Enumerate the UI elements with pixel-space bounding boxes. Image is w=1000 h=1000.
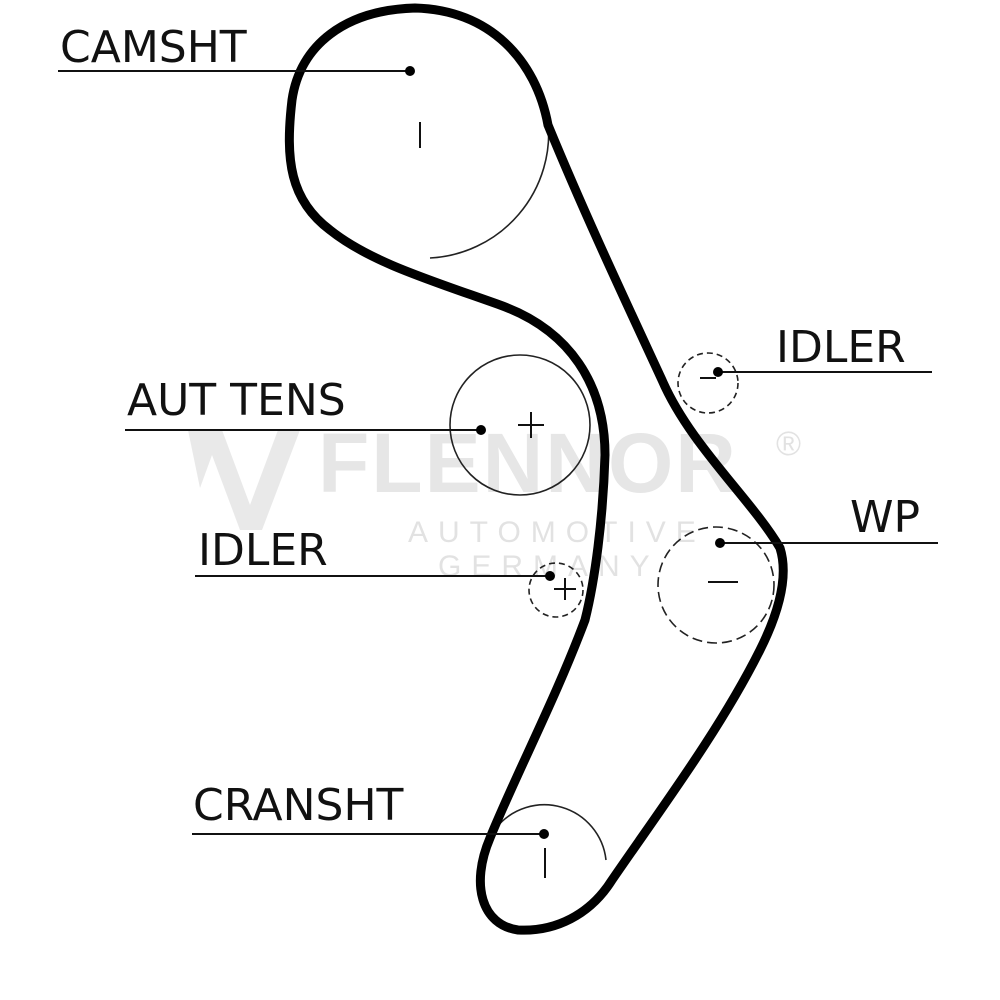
water-pump-label: WP bbox=[850, 492, 920, 543]
watermark-automotive: AUTOMOTIVE bbox=[408, 516, 706, 549]
watermark-registered-mark: ® bbox=[776, 425, 801, 463]
idler-top-label: IDLER bbox=[776, 322, 906, 373]
leader-dots bbox=[405, 66, 725, 839]
crankshaft-pulley bbox=[495, 804, 607, 861]
camshaft-pulley bbox=[429, 119, 550, 259]
water-pump-pulley bbox=[657, 526, 775, 644]
pulley-center-marks bbox=[419, 122, 738, 878]
leader-lines bbox=[58, 70, 938, 835]
camshaft-label: CAMSHT bbox=[60, 22, 247, 73]
idler-bottom-pulley bbox=[528, 562, 584, 618]
pulleys bbox=[429, 119, 775, 861]
auto-tensioner-label: AUT TENS bbox=[127, 375, 346, 426]
idler-top-pulley bbox=[677, 352, 739, 414]
flennor-logo-icon bbox=[188, 430, 300, 530]
timing-belt bbox=[284, 3, 788, 935]
idler-bottom-label: IDLER bbox=[198, 525, 328, 576]
auto-tensioner-pulley bbox=[449, 354, 591, 496]
crankshaft-label: CRANSHT bbox=[193, 780, 404, 831]
